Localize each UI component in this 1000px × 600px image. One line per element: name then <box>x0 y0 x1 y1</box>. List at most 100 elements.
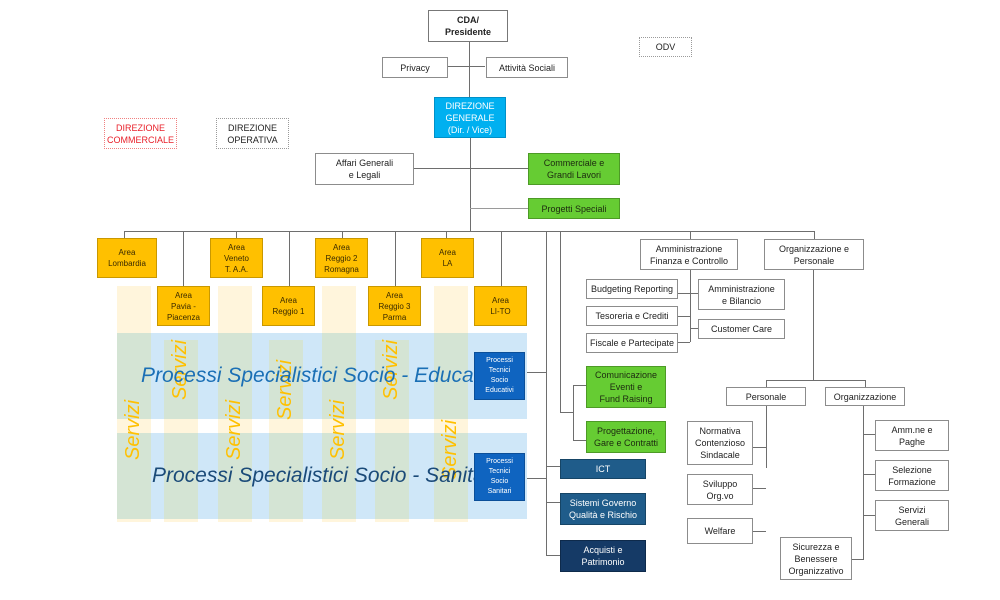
overlap <box>434 433 468 519</box>
area-li-to-box[interactable]: Area LI-TO <box>474 286 527 326</box>
servizi-generali-box[interactable]: Servizi Generali <box>875 500 949 531</box>
connector <box>753 488 766 489</box>
connector <box>690 270 691 342</box>
commerciale-grandi-lavori-box[interactable]: Commerciale e Grandi Lavori <box>528 153 620 185</box>
organizzazione-box[interactable]: Organizzazione <box>825 387 905 406</box>
odv-box[interactable]: ODV <box>639 37 692 57</box>
connector <box>501 231 502 286</box>
connector <box>573 440 586 441</box>
connector <box>546 231 547 556</box>
amministrazione-bilancio-box[interactable]: Amministrazione e Bilancio <box>698 279 785 310</box>
overlap <box>322 333 356 419</box>
area-reggio-1-box[interactable]: Area Reggio 1 <box>262 286 315 326</box>
connector <box>289 231 290 286</box>
connector <box>183 231 184 286</box>
sistemi-governo-box[interactable]: Sistemi Governo Qualità e Rischio <box>560 493 646 525</box>
connector <box>470 208 528 209</box>
connector <box>573 385 586 386</box>
tesoreria-crediti-box[interactable]: Tesoreria e Crediti <box>586 306 678 326</box>
normativa-contenzioso-box[interactable]: Normativa Contenzioso Sindacale <box>687 421 753 465</box>
afc-box[interactable]: Amministrazione Finanza e Controllo <box>640 239 738 270</box>
welfare-box[interactable]: Welfare <box>687 518 753 544</box>
sviluppo-orgvo-box[interactable]: Sviluppo Org.vo <box>687 474 753 505</box>
connector <box>690 231 691 239</box>
connector <box>573 385 574 440</box>
customer-care-box[interactable]: Customer Care <box>698 319 785 339</box>
area-veneto-box[interactable]: Area Veneto T. A.A. <box>210 238 263 278</box>
processi-tecnici-educativi-box[interactable]: Processi Tecnici Socio Educativi <box>474 352 525 400</box>
selezione-formazione-box[interactable]: Selezione Formazione <box>875 460 949 491</box>
connector <box>678 293 698 294</box>
connector <box>766 380 865 381</box>
title-socio-educativi: Processi Specialistici Socio - Educativi <box>141 364 500 387</box>
connector <box>863 434 875 435</box>
connector <box>342 231 343 238</box>
attivita-sociali-box[interactable]: Attività Sociali <box>486 57 568 78</box>
overlap <box>269 340 303 419</box>
affari-generali-box[interactable]: Affari Generali e Legali <box>315 153 414 185</box>
org-personale-box[interactable]: Organizzazione e Personale <box>764 239 864 270</box>
area-pavia-piacenza-box[interactable]: Area Pavia - Piacenza <box>157 286 210 326</box>
processi-tecnici-sanitari-box[interactable]: Processi Tecnici Socio Sanitari <box>474 453 525 501</box>
connector <box>236 231 237 238</box>
connector <box>678 342 690 343</box>
area-lombardia-box[interactable]: Area Lombardia <box>97 238 157 278</box>
title-socio-sanitari: Processi Specialistici Socio - Sanitari <box>152 464 497 487</box>
overlap <box>375 433 409 519</box>
servizi-label: Servizi <box>122 399 144 460</box>
connector <box>852 559 864 560</box>
connector <box>546 502 560 503</box>
connector <box>814 231 815 239</box>
overlap <box>375 340 409 419</box>
connector <box>865 380 866 387</box>
connector <box>753 531 766 532</box>
overlap <box>218 333 252 419</box>
comunicazione-box[interactable]: Comunicazione Eventi e Fund Raising <box>586 366 666 408</box>
direzione-generale-box[interactable]: DIREZIONE GENERALE (Dir. / Vice) <box>434 97 506 138</box>
connector <box>766 380 767 387</box>
connector <box>469 42 470 97</box>
servizi-label: Servizi <box>223 399 245 460</box>
connector <box>863 474 875 475</box>
connector <box>448 66 485 67</box>
progettazione-box[interactable]: Progettazione, Gare e Contratti <box>586 421 666 453</box>
area-la-box[interactable]: Area LA <box>421 238 474 278</box>
overlap <box>434 333 468 419</box>
progetti-speciali-box[interactable]: Progetti Speciali <box>528 198 620 219</box>
area-reggio-3-box[interactable]: Area Reggio 3 Parma <box>368 286 421 326</box>
connector <box>124 231 125 238</box>
connector <box>527 478 546 479</box>
overlap <box>117 433 151 519</box>
area-reggio-2-box[interactable]: Area Reggio 2 Romagna <box>315 238 368 278</box>
connector <box>690 328 698 329</box>
direzione-commerciale-box[interactable]: DIREZIONE COMMERCIALE <box>104 118 177 149</box>
connector <box>813 270 814 380</box>
personale-box[interactable]: Personale <box>726 387 806 406</box>
connector <box>414 168 528 169</box>
direzione-operativa-box[interactable]: DIREZIONE OPERATIVA <box>216 118 289 149</box>
connector <box>863 406 864 559</box>
amm-paghe-box[interactable]: Amm.ne e Paghe <box>875 420 949 451</box>
overlap <box>164 340 198 419</box>
connector <box>863 515 875 516</box>
sicurezza-benessere-box[interactable]: Sicurezza e Benessere Organizzativo <box>780 537 852 580</box>
privacy-box[interactable]: Privacy <box>382 57 448 78</box>
connector <box>470 138 471 231</box>
connector <box>446 231 447 238</box>
servizi-label: Servizi <box>327 399 349 460</box>
overlap <box>164 433 198 519</box>
ict-box[interactable]: ICT <box>560 459 646 479</box>
overlap <box>269 433 303 519</box>
connector <box>546 466 560 467</box>
cda-presidente-box[interactable]: CDA/ Presidente <box>428 10 508 42</box>
connector <box>395 231 396 286</box>
connector <box>766 406 767 468</box>
budgeting-reporting-box[interactable]: Budgeting Reporting <box>586 279 678 299</box>
connector-bus <box>124 231 814 232</box>
fiscale-partecipate-box[interactable]: Fiscale e Partecipate <box>586 333 678 353</box>
connector <box>546 555 560 556</box>
connector <box>560 231 561 413</box>
acquisti-patrimonio-box[interactable]: Acquisti e Patrimonio <box>560 540 646 572</box>
connector <box>527 372 546 373</box>
connector <box>560 412 573 413</box>
